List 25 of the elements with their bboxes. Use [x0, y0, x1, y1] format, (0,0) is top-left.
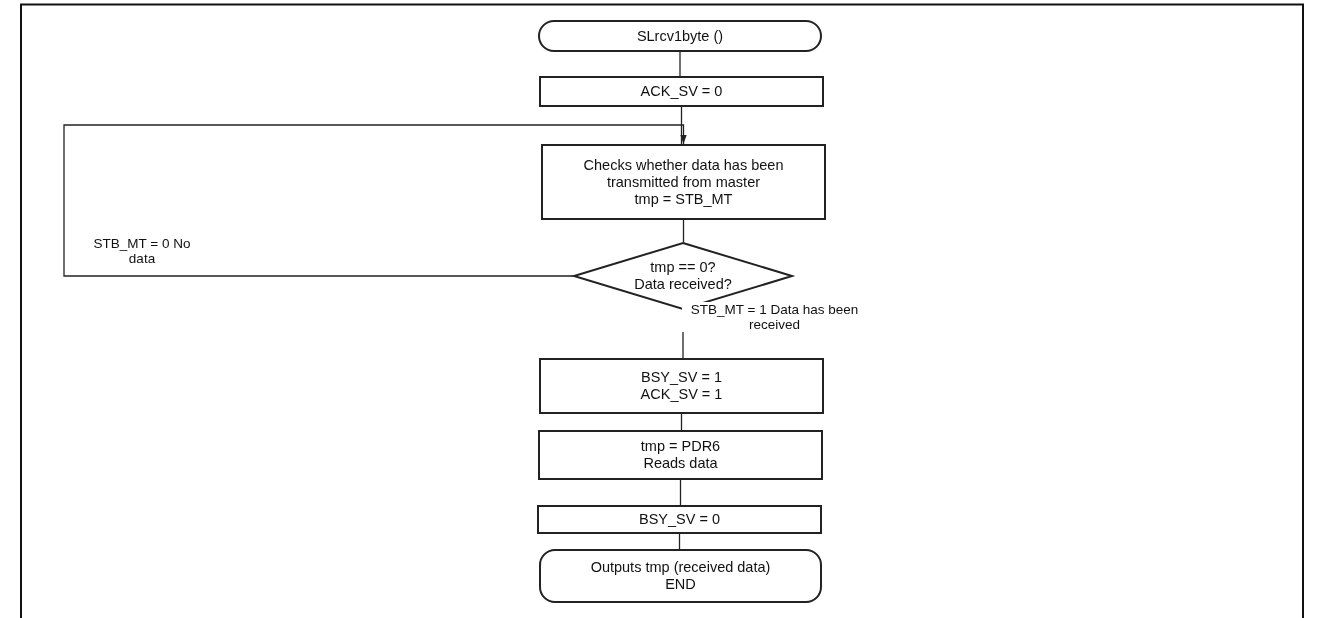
terminal-text: END [665, 576, 696, 593]
connector-line [679, 51, 681, 77]
decision-text: tmp == 0? [650, 259, 716, 276]
process-box [541, 144, 826, 220]
edge-label: STB_MT = 0 No data [92, 236, 192, 266]
arrow [63, 124, 687, 277]
process-box [538, 430, 823, 480]
connector-line [682, 219, 685, 243]
process-text: ACK_SV = 1 [640, 386, 723, 403]
process-text: tmp = PDR6 [640, 438, 721, 455]
process-text: BSY_SV = 1 [641, 369, 722, 386]
terminal-text: Outputs tmp (received data) [590, 559, 771, 576]
terminal-box [538, 20, 822, 52]
terminal-text: SLrcv1byte () [636, 27, 724, 45]
process-text: BSY_SV = 0 [639, 511, 720, 528]
terminal-box [539, 549, 822, 603]
process-text: tmp = STB_MT [634, 190, 733, 208]
process-box [539, 358, 824, 414]
process-box [539, 76, 824, 107]
connector-line [679, 479, 682, 506]
connector-line [680, 106, 683, 145]
decision-text: Data received? [634, 276, 732, 293]
process-text: ACK_SV = 0 [640, 83, 723, 100]
process-box [537, 505, 822, 534]
process-text: Reads data [643, 455, 718, 472]
